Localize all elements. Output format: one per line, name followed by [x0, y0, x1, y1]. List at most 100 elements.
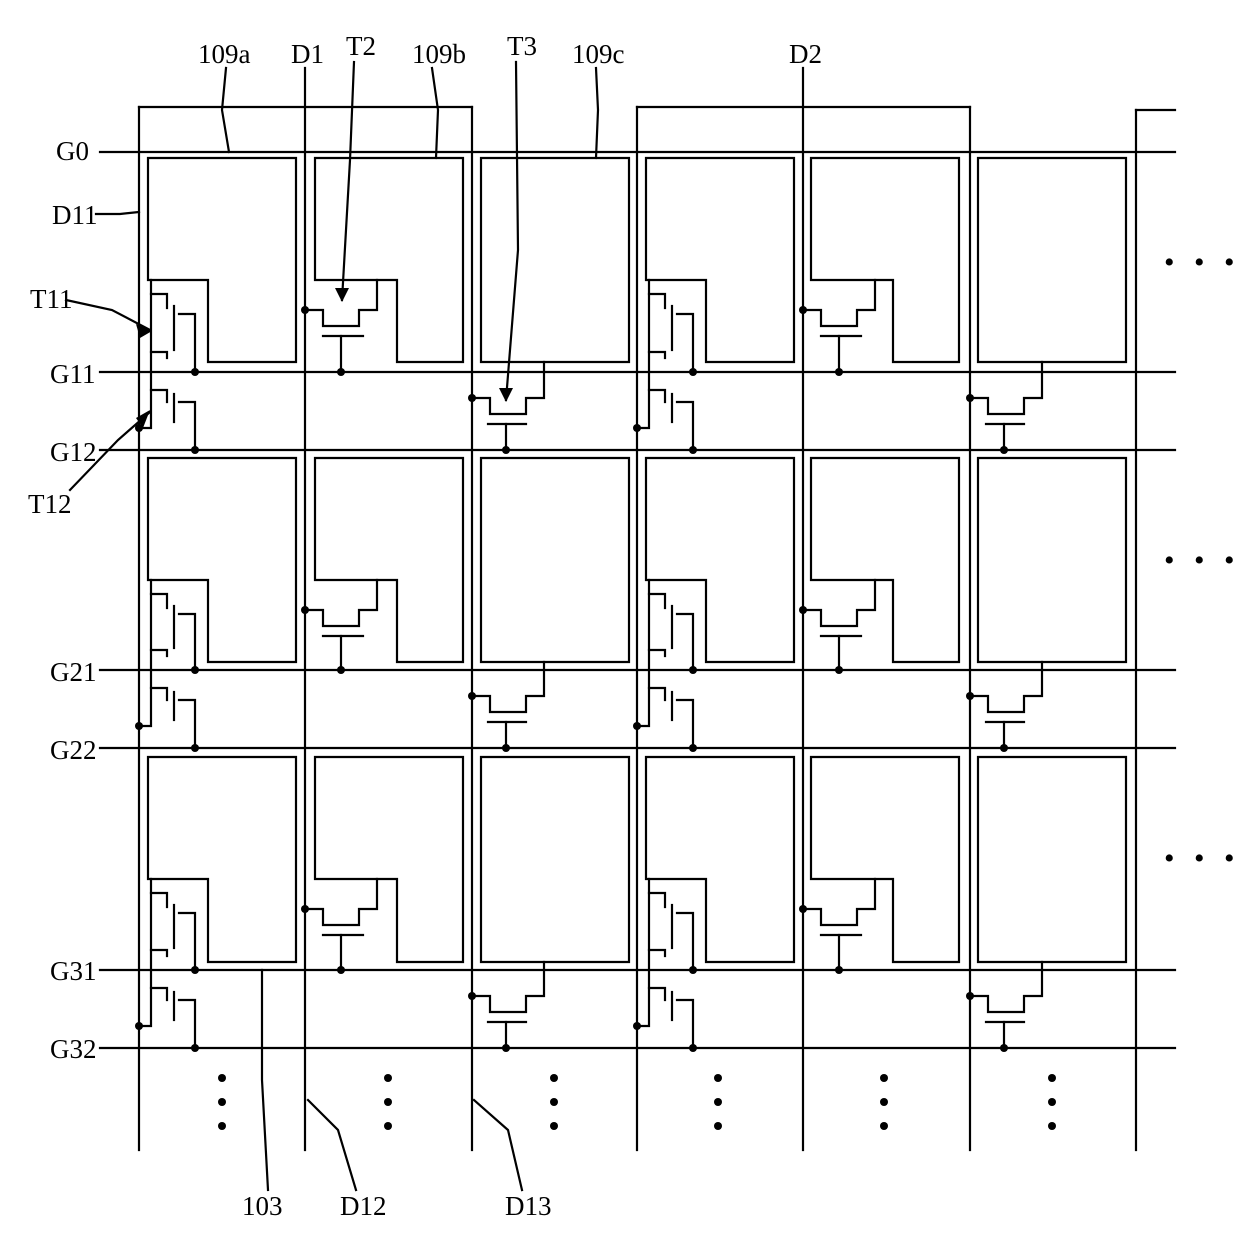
label-g12: G12: [50, 437, 97, 467]
tft-link: [649, 352, 665, 402]
junction-dot: [384, 1122, 392, 1130]
junction-dot: [689, 446, 697, 454]
junction-dot: [191, 1044, 199, 1052]
arrow-head-t2: [335, 288, 349, 302]
tft-t12-drain: [677, 700, 693, 748]
pixel-electrode-c: [978, 458, 1126, 662]
pixel-electrode-a: [148, 458, 296, 662]
tft-source: [649, 879, 665, 907]
junction-dot: [1048, 1098, 1056, 1106]
continuation-right: • • •: [1164, 544, 1240, 577]
leader-109c: [596, 68, 598, 158]
pixel-electrode-b: [315, 458, 463, 662]
pixel-electrode-b: [811, 458, 959, 662]
tft-t12-source: [637, 988, 649, 1026]
pixel-electrode-b: [811, 158, 959, 362]
tft-t11: [151, 893, 167, 956]
junction-dot: [502, 1044, 510, 1052]
junction-dot: [384, 1098, 392, 1106]
junction-dot: [384, 1074, 392, 1082]
junction-dot: [502, 744, 510, 752]
tft-t11-drain: [677, 614, 693, 670]
leader-d11: [96, 212, 139, 214]
junction-dot: [880, 1098, 888, 1106]
junction-dot: [966, 394, 974, 402]
label-g22: G22: [50, 735, 97, 765]
junction-dot: [218, 1098, 226, 1106]
junction-dot: [880, 1122, 888, 1130]
tft-t2: [803, 879, 875, 925]
tft-link: [151, 352, 167, 402]
junction-dot: [135, 424, 143, 432]
pixel-electrode-c: [978, 158, 1126, 362]
tft-t2: [803, 280, 875, 326]
label-g32: G32: [50, 1034, 97, 1064]
junction-dot: [191, 966, 199, 974]
pixel-electrode-a: [646, 458, 794, 662]
junction-dot: [550, 1122, 558, 1130]
tft-t2: [305, 879, 377, 925]
junction-dot: [135, 722, 143, 730]
junctions: [135, 306, 1056, 1130]
junction-dot: [191, 666, 199, 674]
junction-dot: [337, 368, 345, 376]
junction-dot: [835, 368, 843, 376]
pixel-electrode-a: [646, 757, 794, 962]
pixel-electrode-c: [481, 458, 629, 662]
leader-d13: [474, 1100, 522, 1190]
junction-dot: [502, 446, 510, 454]
wiring: [66, 62, 1175, 1190]
junction-dot: [966, 692, 974, 700]
junction-dot: [714, 1122, 722, 1130]
tft-t11: [151, 594, 167, 656]
tft-t11-drain: [179, 314, 195, 372]
tft-t12-drain: [677, 1000, 693, 1048]
junction-dot: [550, 1098, 558, 1106]
label-d13: D13: [505, 1191, 552, 1221]
leader-109b: [432, 68, 438, 158]
tft-source: [649, 580, 665, 608]
junction-dot: [689, 744, 697, 752]
label-t11: T11: [30, 284, 73, 314]
label-t12: T12: [28, 489, 72, 519]
junction-dot: [468, 692, 476, 700]
junction-dot: [799, 905, 807, 913]
continuation-right: • • •: [1164, 246, 1240, 279]
junction-dot: [689, 666, 697, 674]
leader-d12: [308, 1100, 356, 1190]
arrow-head-t3: [499, 388, 513, 402]
junction-dot: [714, 1074, 722, 1082]
junction-dot: [880, 1074, 888, 1082]
tft-t11-drain: [677, 314, 693, 372]
junction-dot: [337, 666, 345, 674]
tft-t12-source: [139, 988, 151, 1026]
junction-dot: [135, 1022, 143, 1030]
tft-t2: [305, 280, 377, 326]
junction-dot: [633, 424, 641, 432]
junction-dot: [633, 1022, 641, 1030]
leader-109a: [222, 68, 229, 152]
label-109a: 109a: [198, 39, 251, 69]
label-d1: D1: [291, 39, 324, 69]
junction-dot: [301, 606, 309, 614]
label-t2: T2: [346, 31, 376, 61]
junction-dot: [1000, 1044, 1008, 1052]
tft-link: [649, 650, 665, 700]
pixel-electrode-b: [315, 158, 463, 362]
tft-t11-drain: [179, 913, 195, 970]
pixel-electrode-a: [148, 757, 296, 962]
junction-dot: [714, 1098, 722, 1106]
pixel-electrode-a: [646, 158, 794, 362]
junction-dot: [191, 446, 199, 454]
tft-t11-drain: [179, 614, 195, 670]
tft-source: [151, 580, 167, 608]
pixel-electrode-b: [315, 757, 463, 962]
junction-dot: [1000, 744, 1008, 752]
junction-dot: [835, 966, 843, 974]
tft-t2: [803, 580, 875, 626]
tft-t12-source: [139, 688, 151, 726]
label-g11: G11: [50, 359, 96, 389]
label-d11: D11: [52, 200, 98, 230]
label-d2: D2: [789, 39, 822, 69]
